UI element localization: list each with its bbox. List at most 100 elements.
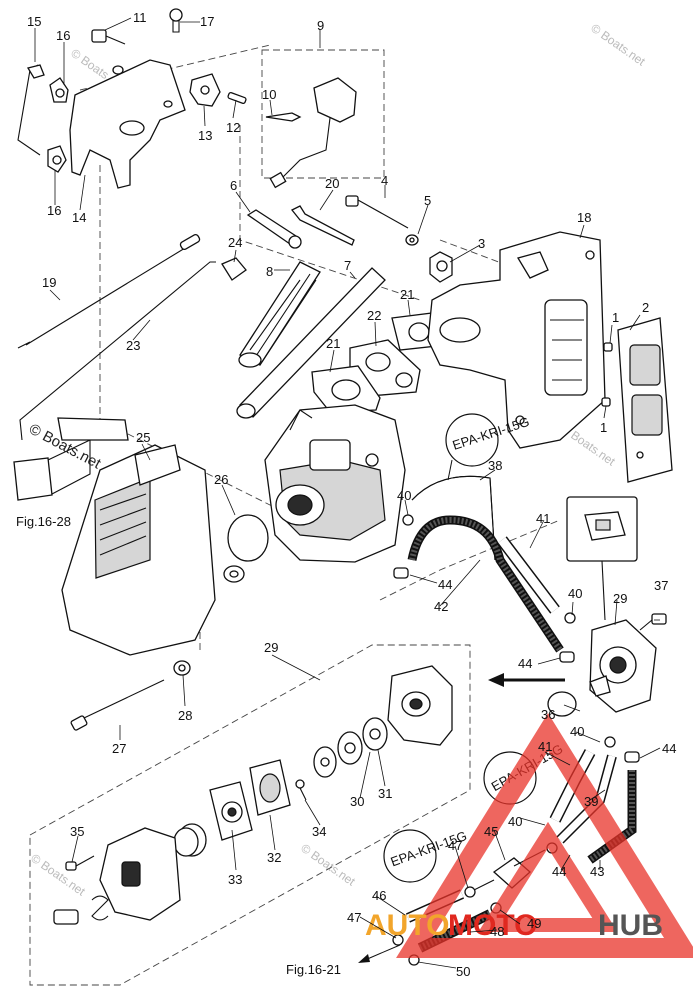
lever-9: [269, 77, 357, 189]
callout-47: 47: [347, 910, 361, 925]
bolt-4: [345, 195, 409, 229]
figure-ref-16-28: Fig.16-28: [16, 514, 71, 529]
hose-7: [236, 267, 386, 419]
inset-box-pump: [566, 496, 638, 621]
clip-44-b: [559, 651, 575, 663]
callout-44: 44: [518, 656, 532, 671]
callout-40: 40: [570, 724, 584, 739]
callout-40: 40: [508, 814, 522, 829]
pin-1-bottom: [601, 397, 611, 407]
screw-17: [169, 8, 183, 33]
callout-28: 28: [178, 708, 192, 723]
callout-47: 47: [448, 838, 462, 853]
valve-plate: [313, 746, 337, 778]
callout-18: 18: [577, 210, 591, 225]
bolt-11: [91, 29, 126, 45]
callout-39: 39: [584, 794, 598, 809]
silencer-25: [61, 444, 245, 656]
o-ring-26: [227, 514, 269, 562]
diaphragm-30: [337, 731, 363, 765]
gasket-21-bottom: [311, 365, 381, 413]
clamp-3: [429, 251, 453, 283]
callout-26: 26: [214, 472, 228, 487]
direction-arrow: [488, 673, 565, 687]
clip-40-a: [402, 514, 414, 526]
callout-11: 11: [133, 10, 147, 25]
callout-22: 22: [367, 308, 381, 323]
pump-cover: [387, 665, 453, 746]
callout-43: 43: [590, 864, 604, 879]
callout-labels: 1 1 2 3 4 5 7 8 9 10 11 12 13 14 15 16 1…: [27, 10, 676, 979]
callout-45: 45: [484, 824, 498, 839]
callout-3: 3: [478, 236, 485, 251]
plug-6: [246, 209, 302, 249]
clip-40-c: [604, 736, 616, 748]
callout-36: 36: [541, 707, 555, 722]
callout-23: 23: [126, 338, 140, 353]
logo-auto: AUTO: [365, 909, 449, 942]
callout-6: 6: [230, 178, 237, 193]
callout-38: 38: [488, 458, 502, 473]
bolt-27: [70, 679, 165, 731]
callout-34: 34: [312, 824, 326, 839]
callout-19: 19: [42, 275, 56, 290]
hose-43: [587, 770, 637, 864]
logo-moto: MOTO: [448, 909, 537, 942]
guide-line: [379, 519, 561, 601]
hose-41-top: [497, 536, 560, 614]
cable-19: [17, 233, 201, 349]
carburetor: [264, 404, 406, 563]
washer-28: [173, 660, 191, 676]
callout-29: 29: [264, 640, 278, 655]
callout-8: 8: [266, 264, 273, 279]
watermark-faint: © Boats.net: [588, 21, 648, 69]
callout-35: 35: [70, 824, 84, 839]
leader-lines: [34, 17, 661, 969]
callout-5: 5: [424, 193, 431, 208]
callout-13: 13: [198, 128, 212, 143]
plunger: [53, 909, 79, 925]
hose-42: [407, 515, 564, 653]
callout-14: 14: [72, 210, 86, 225]
callout-24: 24: [228, 235, 242, 250]
diaphragm-33: [209, 781, 253, 841]
bracket-14: [69, 59, 186, 189]
callout-15: 15: [27, 14, 41, 29]
clip-24: [221, 257, 247, 281]
callout-2: 2: [642, 300, 649, 315]
callout-37: 37: [654, 578, 668, 593]
callout-17: 17: [200, 14, 214, 29]
callout-16: 16: [56, 28, 70, 43]
adapter-fig-16-28: [13, 417, 129, 501]
callout-44: 44: [552, 864, 566, 879]
hose-8: [238, 261, 321, 368]
callout-4: 4: [381, 173, 388, 188]
guide-line: [239, 125, 421, 301]
clip-16-bottom: [47, 145, 67, 173]
callout-40: 40: [397, 488, 411, 503]
lever-13: [189, 73, 221, 107]
clip-47: [464, 886, 476, 898]
callout-25: 25: [136, 430, 150, 445]
clip-40-b: [564, 612, 576, 624]
callout-30: 30: [350, 794, 364, 809]
spring-small: [91, 895, 109, 921]
clip-16-top: [49, 77, 69, 103]
fuel-pump-29: [589, 619, 657, 713]
clip-44-a: [393, 567, 409, 579]
bolt-37: [639, 613, 667, 631]
callout-46: 46: [372, 888, 386, 903]
gasket-2: [617, 317, 673, 483]
pin-10: [265, 112, 302, 122]
watermark-faint: © Boats.net: [298, 841, 358, 889]
callout-21: 21: [326, 336, 340, 351]
figure-ref-16-21: Fig.16-21: [286, 962, 341, 977]
pin-1-top: [603, 342, 613, 352]
callout-31: 31: [378, 786, 392, 801]
callout-1: 1: [600, 420, 607, 435]
callout-48: 48: [490, 924, 504, 939]
callout-41: 41: [536, 511, 550, 526]
callout-40: 40: [568, 586, 582, 601]
manifold-18: [427, 231, 606, 449]
callout-16: 16: [47, 203, 61, 218]
